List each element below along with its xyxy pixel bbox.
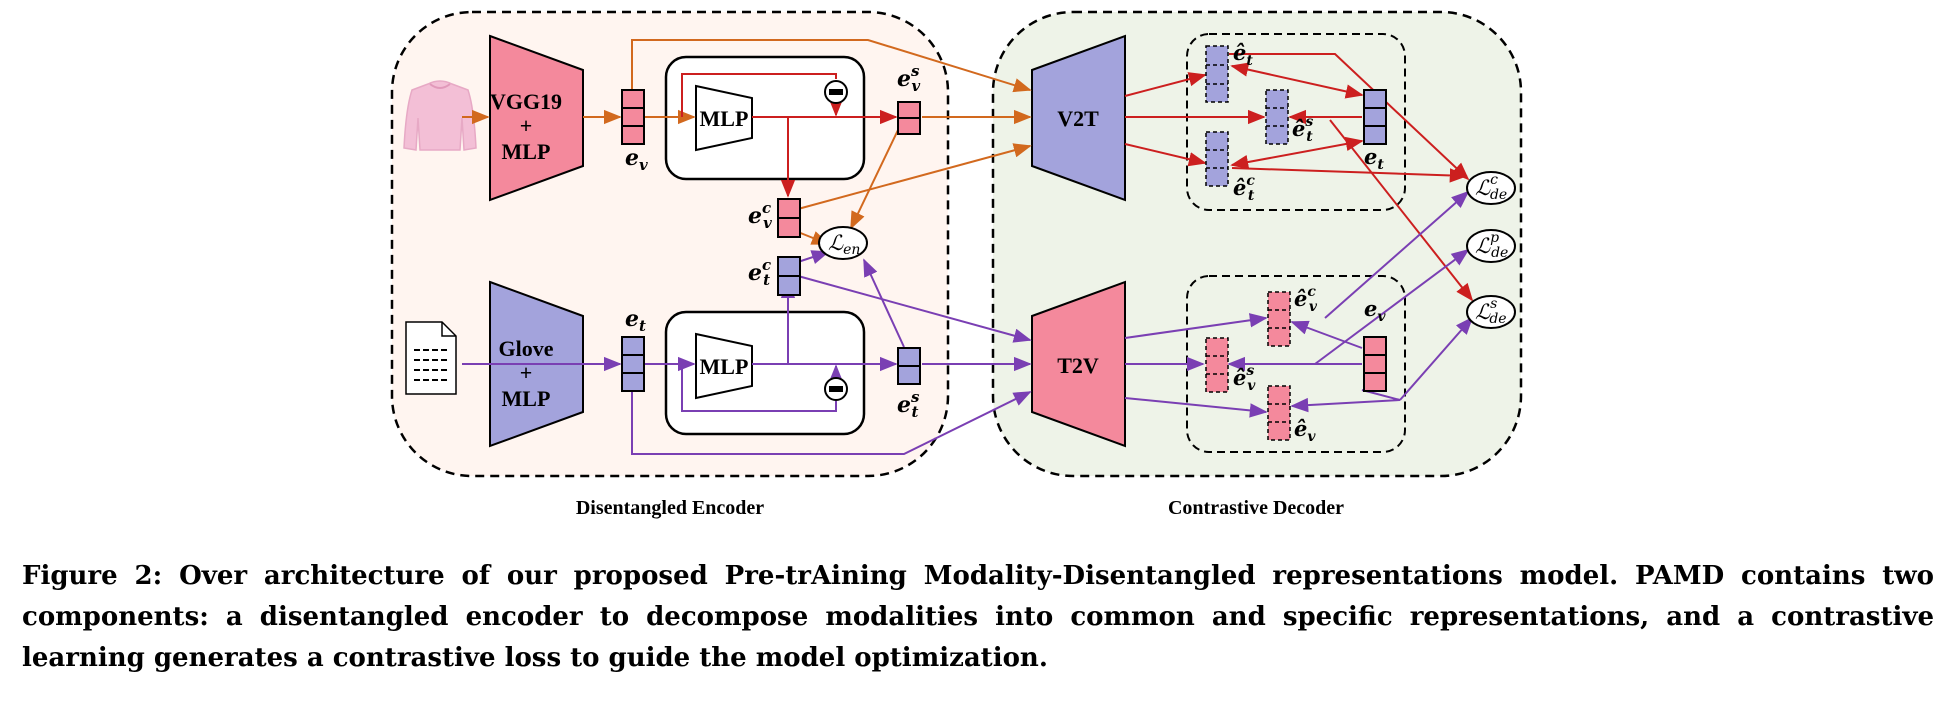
ev-target-label: ev (1364, 296, 1386, 325)
encoder-loss: ℒen (818, 226, 868, 260)
text-encoder-line3: MLP (502, 386, 551, 411)
decoder-section-label: Contrastive Decoder (1168, 497, 1344, 519)
v2t-label: V2T (1057, 106, 1099, 131)
ets-vector (897, 347, 921, 385)
subtract-icon (824, 80, 848, 104)
t2v-output-box (1186, 275, 1406, 453)
image-encoder-line2: + (520, 113, 533, 138)
hat-et-label: êt (1233, 40, 1253, 69)
v2t-output-box (1186, 33, 1406, 211)
evc-vector (777, 198, 801, 238)
v2t-decoder (1031, 34, 1126, 202)
et-target-label: et (1364, 144, 1384, 173)
sweater-icon (403, 80, 477, 151)
et-target-vector (1363, 89, 1387, 145)
evs-vector (897, 101, 921, 135)
text-encoder-line2: + (520, 360, 533, 385)
t2v-decoder (1031, 280, 1126, 448)
hat-evc-vector (1267, 291, 1291, 347)
document-icon (405, 321, 457, 395)
image-mlp (695, 84, 753, 152)
svg-text:ℒen: ℒen (828, 231, 860, 258)
subtract-icon (824, 377, 848, 401)
hat-ev-vector (1267, 385, 1291, 441)
text-mlp-label: MLP (700, 354, 749, 379)
hat-evs-vector (1205, 337, 1229, 393)
text-mlp (695, 332, 753, 400)
hat-ev-label: êv (1294, 416, 1316, 445)
et-label: et (625, 306, 646, 335)
t2v-label: T2V (1057, 353, 1099, 378)
hat-ets-vector (1265, 89, 1289, 145)
ev-label: ev (625, 145, 648, 174)
ev-vector (621, 89, 645, 145)
image-mlp-label: MLP (700, 106, 749, 131)
image-encoder (489, 34, 584, 202)
image-encoder-line1: VGG19 (490, 89, 562, 114)
text-encoder-line1: Glove (499, 336, 554, 361)
hat-et-vector (1205, 45, 1229, 103)
figure-caption: Figure 2: Over architecture of our propo… (22, 561, 1934, 673)
ev-target-vector (1363, 336, 1387, 392)
image-encoder-line3: MLP (502, 139, 551, 164)
et-vector (621, 336, 645, 392)
etc-vector (777, 256, 801, 296)
encoder-section-label: Disentangled Encoder (576, 497, 764, 519)
hat-etc-vector (1205, 131, 1229, 187)
